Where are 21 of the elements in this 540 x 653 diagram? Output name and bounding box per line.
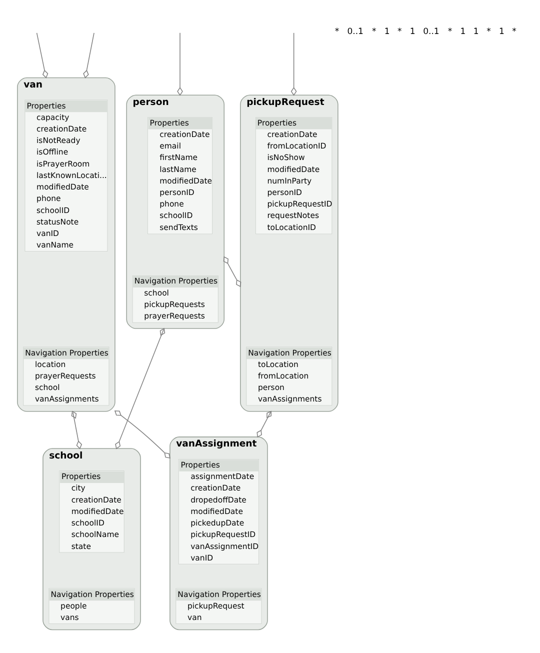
connector <box>71 410 82 449</box>
label: * <box>512 26 516 37</box>
connector <box>83 32 94 78</box>
connector <box>293 32 294 88</box>
label: 1 <box>384 26 390 37</box>
label: 0..1 <box>423 26 440 37</box>
label: 1 <box>460 26 466 37</box>
label: 1 <box>410 26 416 37</box>
connector <box>114 410 170 458</box>
label: * <box>448 26 452 37</box>
label: 1 <box>473 26 479 37</box>
label: 1 <box>498 26 504 37</box>
label: * <box>334 26 340 37</box>
label: * <box>372 26 376 37</box>
connector <box>115 327 166 449</box>
connector <box>36 32 48 78</box>
label: 0..1 <box>347 26 364 37</box>
label: * <box>486 26 491 37</box>
connector <box>256 410 272 438</box>
label: * <box>398 26 402 37</box>
connector <box>223 256 242 287</box>
